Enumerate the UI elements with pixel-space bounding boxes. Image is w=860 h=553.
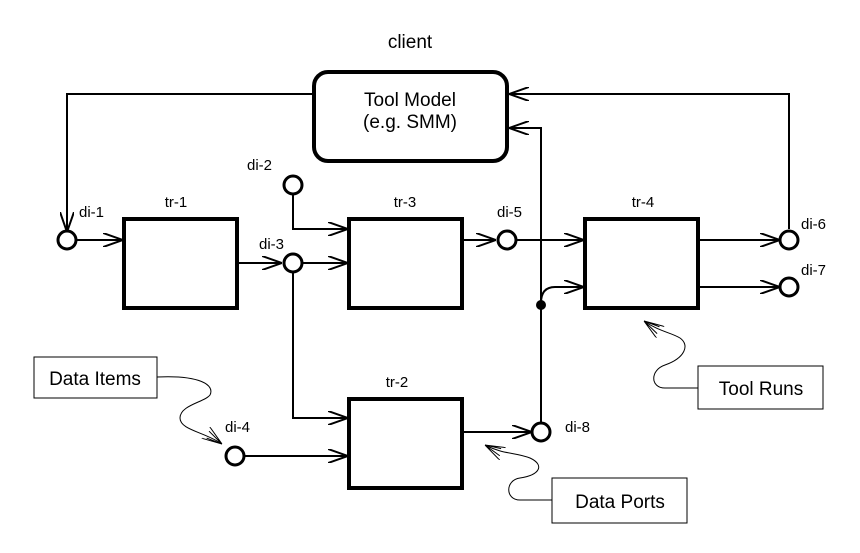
data-item-di-5[interactable]: di-5 [496, 204, 522, 251]
annotation-data-ports-label: Data Ports [575, 492, 665, 513]
wire-di2-tr3 [292, 194, 348, 229]
wire-junction-tr4 [540, 287, 584, 304]
annotation-pointer [644, 321, 698, 389]
annotation-data-items-label: Data Items [49, 369, 141, 390]
wire-di3-tr2 [292, 272, 348, 418]
annotation-data-items: Data Items [33, 356, 222, 444]
annotation-data-ports: Data Ports [485, 445, 688, 524]
tool-run-tr-1[interactable]: tr-1 [122, 194, 239, 310]
client-label: client [388, 32, 433, 53]
data-item-di-2[interactable]: di-2 [247, 157, 304, 196]
data-item-label: di-7 [801, 262, 826, 279]
data-item-di-8[interactable]: di-8 [530, 419, 590, 443]
tool-model-title: Tool Model [364, 90, 456, 111]
wire-junction-toolmodel [509, 128, 542, 307]
data-item-label: di-8 [565, 419, 590, 436]
data-item-di-4[interactable]: di-4 [224, 419, 250, 467]
tool-run-label: tr-1 [165, 194, 188, 211]
data-item-label: di-3 [259, 236, 284, 253]
tool-run-label: tr-4 [632, 194, 655, 211]
tool-run-tr-2[interactable]: tr-2 [347, 374, 464, 490]
data-item-label: di-2 [247, 157, 272, 174]
annotation-pointer [156, 376, 222, 444]
tool-model-subtitle: (e.g. SMM) [363, 112, 457, 133]
tool-run-label: tr-3 [394, 194, 417, 211]
junction-dot [536, 300, 546, 310]
data-item-di-3[interactable]: di-3 [259, 236, 304, 274]
tool-model-node[interactable]: Tool Model (e.g. SMM) [312, 70, 509, 163]
annotation-tool-runs-label: Tool Runs [719, 379, 804, 400]
connections [67, 93, 790, 456]
data-item-label: di-4 [225, 419, 250, 436]
data-item-di-1[interactable]: di-1 [56, 204, 104, 251]
tool-run-tr-3[interactable]: tr-3 [347, 194, 464, 310]
annotation-tool-runs: Tool Runs [644, 321, 824, 410]
wire-toolmodel-di1 [67, 93, 314, 232]
tool-run-tr-4[interactable]: tr-4 [583, 194, 700, 310]
annotation-pointer [485, 445, 552, 501]
data-item-label: di-5 [497, 204, 522, 221]
data-item-di-7[interactable]: di-7 [778, 262, 826, 298]
tool-run-label: tr-2 [386, 374, 409, 391]
data-item-di-6[interactable]: di-6 [778, 216, 826, 251]
data-item-label: di-1 [79, 204, 104, 221]
data-item-label: di-6 [801, 216, 826, 233]
wire-di6-toolmodel [509, 94, 790, 229]
